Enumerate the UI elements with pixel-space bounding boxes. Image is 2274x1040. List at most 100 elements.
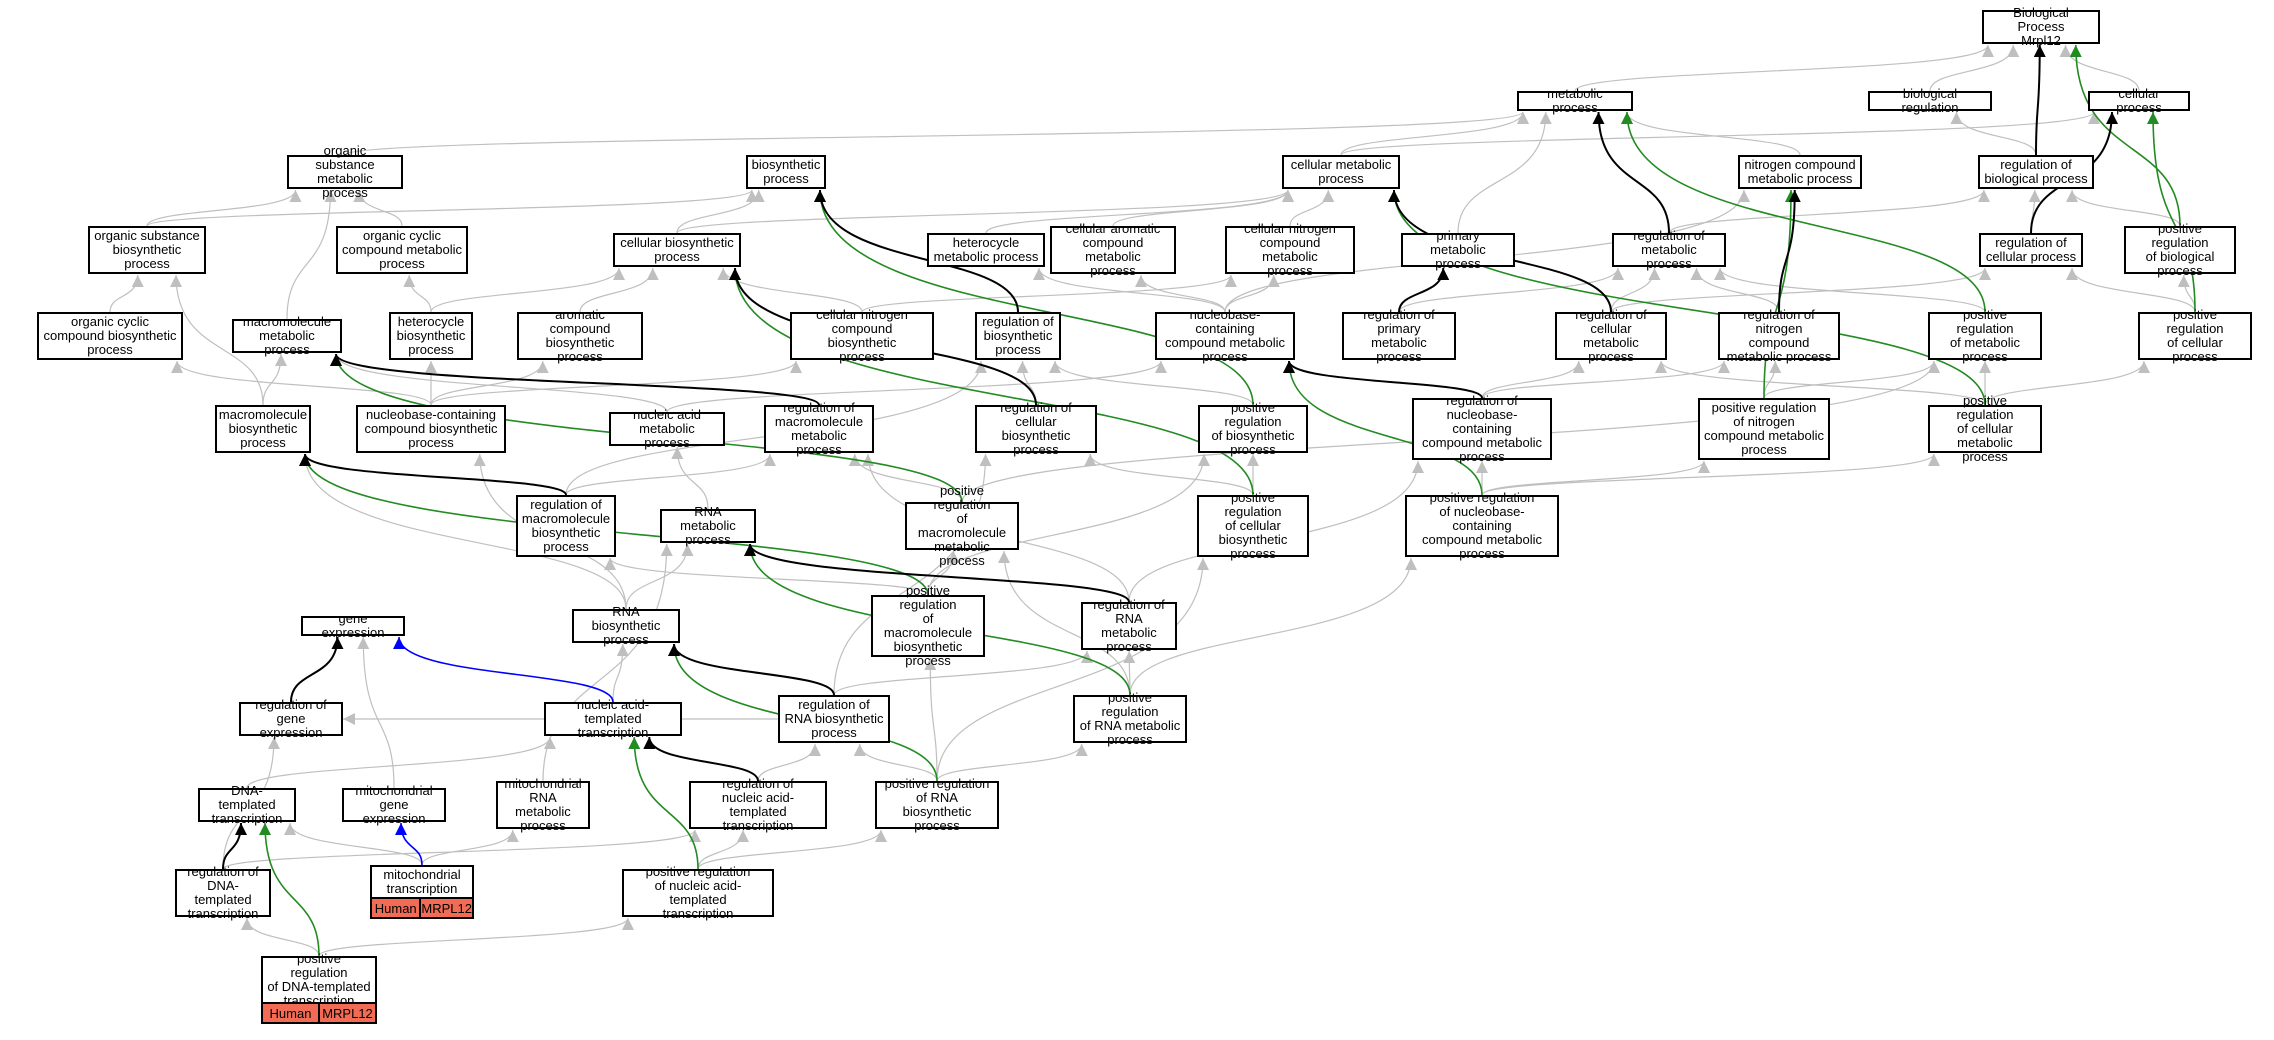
node-label: regulation of biosynthetic process	[982, 314, 1054, 357]
edge-mt-to-mge	[395, 822, 423, 866]
node-label: positive regulation of biological proces…	[2145, 221, 2215, 278]
edge-prrnamp-to-prnbcmp	[1129, 557, 1417, 696]
edge-cacmp-to-cmp	[1112, 189, 1294, 227]
node-aromatic-compound-biosynthetic-process[interactable]: aromatic compound biosynthetic process	[517, 308, 643, 364]
node-nucleobase-containing-compound-biosynthetic-process[interactable]: nucleobase-containing compound biosynthe…	[356, 405, 506, 453]
node-label: organic cyclic compound biosynthetic pro…	[43, 314, 177, 357]
node-label: organic substance biosynthetic process	[94, 228, 200, 271]
node-regulation-of-cellular-metabolic-process[interactable]: regulation of cellular metabolic process	[1555, 308, 1667, 364]
node-heterocycle-biosynthetic-process[interactable]: heterocycle biosynthetic process	[389, 312, 473, 360]
node-regulation-of-macromolecule-biosynthetic-process[interactable]: regulation of macromolecule biosynthetic…	[516, 495, 616, 557]
edge-rnbcmp-to-rcmp	[1481, 360, 1585, 399]
node-regulation-of-cellular-biosynthetic-process[interactable]: regulation of cellular biosynthetic proc…	[975, 401, 1097, 457]
node-nucleic-acid-templated-transcription[interactable]: nucleic acid-templated transcription	[544, 698, 682, 740]
node-biosynthetic-process[interactable]: biosynthetic process	[746, 155, 826, 189]
node-biological-regulation[interactable]: biological regulation	[1868, 87, 1992, 115]
node-mitochondrial-rna-metabolic-process[interactable]: mitochondrial RNA metabolic process	[496, 777, 590, 833]
node-organic-cyclic-compound-biosynthetic-process[interactable]: organic cyclic compound biosynthetic pro…	[37, 312, 183, 360]
edge-rnbcmp-to-rncmp	[1481, 360, 1730, 399]
node-regulation-of-gene-expression[interactable]: regulation of gene expression	[239, 698, 343, 740]
edge-nbcmp-to-cncmp	[1224, 274, 1280, 313]
node-gene-expression[interactable]: gene expression	[301, 612, 405, 640]
node-label: mitochondrial RNA metabolic process	[504, 776, 582, 833]
node-biological-process-mrpl12[interactable]: Biological Process Mrpl12	[1982, 6, 2100, 48]
edge-cmp-to-mp	[1340, 111, 1529, 156]
node-positive-regulation-of-nucleic-acid-templated-transcription[interactable]: positive regulation of nucleic acid-temp…	[622, 865, 774, 921]
node-label: primary metabolic process	[1430, 228, 1486, 271]
node-label: organic cyclic compound metabolic proces…	[342, 228, 462, 271]
node-label: regulation of nucleobase-containing comp…	[1422, 393, 1542, 464]
node-organic-substance-metabolic-process[interactable]: organic substance metabolic process	[287, 144, 403, 200]
node-regulation-of-biosynthetic-process[interactable]: regulation of biosynthetic process	[975, 312, 1061, 360]
node-regulation-of-biological-process[interactable]: regulation of biological process	[1978, 155, 2094, 189]
node-macromolecule-metabolic-process[interactable]: macromolecule metabolic process	[232, 315, 342, 357]
node-rna-biosynthetic-process[interactable]: RNA biosynthetic process	[572, 605, 680, 647]
node-mitochondrial-transcription[interactable]: mitochondrial transcription	[370, 865, 474, 899]
node-organic-substance-biosynthetic-process[interactable]: organic substance biosynthetic process	[88, 226, 206, 274]
edge-prnatt-to-prrnabp	[697, 829, 887, 870]
node-primary-metabolic-process[interactable]: primary metabolic process	[1401, 229, 1515, 271]
node-cellular-metabolic-process[interactable]: cellular metabolic process	[1282, 155, 1400, 189]
edge-rge-to-ge	[290, 636, 344, 703]
edge-breg-to-bp	[1929, 44, 2020, 92]
edge-prcmp-to-rcmp	[1655, 360, 1986, 406]
node-organic-cyclic-compound-metabolic-process[interactable]: organic cyclic compound metabolic proces…	[336, 226, 468, 274]
edge-prmbp-to-mbp	[299, 453, 929, 596]
edge-prmp-to-rmp	[1714, 267, 1986, 313]
edge-rmp-to-mp	[1592, 111, 1670, 234]
node-regulation-of-rna-metabolic-process[interactable]: regulation of RNA metabolic process	[1081, 598, 1177, 654]
node-positive-regulation-of-dna-templated-transcription[interactable]: positive regulation of DNA-templated tra…	[261, 952, 377, 1008]
edge-rcmp-to-rmp	[1610, 267, 1661, 313]
node-nucleobase-containing-compound-metabolic-process[interactable]: nucleobase-containing compound metabolic…	[1155, 308, 1295, 364]
edge-cmp-to-cp	[1340, 111, 2100, 156]
node-positive-regulation-of-nucleobase-containing-compound-metabolic-process[interactable]: positive regulation of nucleobase-contai…	[1405, 491, 1559, 561]
node-positive-regulation-of-rna-biosynthetic-process[interactable]: positive regulation of RNA biosynthetic …	[875, 777, 999, 833]
node-label: nucleobase-containing compound metabolic…	[1165, 307, 1285, 364]
edge-mbp-to-osbp	[170, 274, 264, 406]
node-positive-regulation-of-rna-metabolic-process[interactable]: positive regulation of RNA metabolic pro…	[1073, 691, 1187, 747]
node-nitrogen-compound-metabolic-process[interactable]: nitrogen compound metabolic process	[1738, 155, 1862, 189]
edge-prrnabp-to-prrnamp	[936, 743, 1088, 782]
node-positive-regulation-of-macromolecule-biosynthetic-process[interactable]: positive regulation of macromolecule bio…	[871, 584, 985, 668]
node-rna-metabolic-process[interactable]: RNA metabolic process	[660, 505, 756, 547]
edge-prbsp-to-bsp	[814, 189, 1254, 406]
node-positive-regulation-of-cellular-biosynthetic-process[interactable]: positive regulation of cellular biosynth…	[1197, 491, 1309, 561]
node-positive-regulation-of-biosynthetic-process[interactable]: positive regulation of biosynthetic proc…	[1198, 401, 1308, 457]
node-nucleic-acid-metabolic-process[interactable]: nucleic acid metabolic process	[609, 408, 725, 450]
node-positive-regulation-of-cellular-process[interactable]: positive regulation of cellular process	[2138, 308, 2252, 364]
node-regulation-of-cellular-process[interactable]: regulation of cellular process	[1979, 233, 2083, 267]
node-regulation-of-nucleobase-containing-compound-metabolic-process[interactable]: regulation of nucleobase-containing comp…	[1412, 394, 1552, 464]
node-cellular-process[interactable]: cellular process	[2088, 87, 2190, 115]
edge-rnamp-to-namp	[671, 446, 709, 510]
node-positive-regulation-of-macromolecule-metabolic-process[interactable]: positive regulation of macromolecule met…	[905, 484, 1019, 568]
edge-cp-to-bp	[2059, 44, 2140, 92]
edge-prcmp-to-prcp	[1984, 360, 2150, 406]
node-cellular-nitrogen-compound-biosynthetic-process[interactable]: cellular nitrogen compound biosynthetic …	[790, 308, 934, 364]
node-positive-regulation-of-metabolic-process[interactable]: positive regulation of metabolic process	[1928, 308, 2042, 364]
node-dna-templated-transcription[interactable]: DNA-templated transcription	[198, 784, 296, 826]
node-mitochondrial-gene-expression[interactable]: mitochondrial gene expression	[342, 784, 446, 826]
node-regulation-of-rna-biosynthetic-process[interactable]: regulation of RNA biosynthetic process	[778, 695, 890, 743]
node-regulation-of-dna-templated-transcription[interactable]: regulation of DNA-templated transcriptio…	[175, 865, 271, 921]
edge-rncmp-to-rmp	[1690, 267, 1780, 313]
node-regulation-of-primary-metabolic-process[interactable]: regulation of primary metabolic process	[1342, 308, 1456, 364]
node-regulation-of-macromolecule-metabolic-process[interactable]: regulation of macromolecule metabolic pr…	[764, 401, 874, 457]
node-cellular-biosynthetic-process[interactable]: cellular biosynthetic process	[613, 233, 741, 267]
edge-rdtt-to-rnatt	[222, 829, 701, 870]
node-positive-regulation-of-biological-process[interactable]: positive regulation of biological proces…	[2124, 222, 2236, 278]
node-heterocycle-metabolic-process[interactable]: heterocycle metabolic process	[927, 233, 1045, 267]
node-cellular-nitrogen-compound-metabolic-process[interactable]: cellular nitrogen compound metabolic pro…	[1225, 222, 1355, 278]
edge-rmmp-to-mmp	[330, 353, 820, 406]
node-positive-regulation-of-nitrogen-compound-metabolic-process[interactable]: positive regulation of nitrogen compound…	[1698, 398, 1830, 460]
edge-rrnabp-to-rrnamp	[833, 650, 1093, 696]
node-label: regulation of macromolecule biosynthetic…	[521, 497, 611, 554]
node-regulation-of-nucleic-acid-templated-transcription[interactable]: regulation of nucleic acid-templated tra…	[689, 777, 827, 833]
node-cellular-aromatic-compound-metabolic-process[interactable]: cellular aromatic compound metabolic pro…	[1050, 222, 1176, 278]
node-regulation-of-nitrogen-compound-metabolic-process[interactable]: regulation of nitrogen compound metaboli…	[1718, 308, 1840, 364]
node-metabolic-process[interactable]: metabolic process	[1517, 87, 1633, 115]
node-regulation-of-metabolic-process[interactable]: regulation of metabolic process	[1612, 229, 1726, 271]
node-positive-regulation-of-cellular-metabolic-process[interactable]: positive regulation of cellular metaboli…	[1928, 394, 2042, 464]
node-macromolecule-biosynthetic-process[interactable]: macromolecule biosynthetic process	[215, 405, 311, 453]
node-label: cellular nitrogen compound metabolic pro…	[1244, 221, 1336, 278]
